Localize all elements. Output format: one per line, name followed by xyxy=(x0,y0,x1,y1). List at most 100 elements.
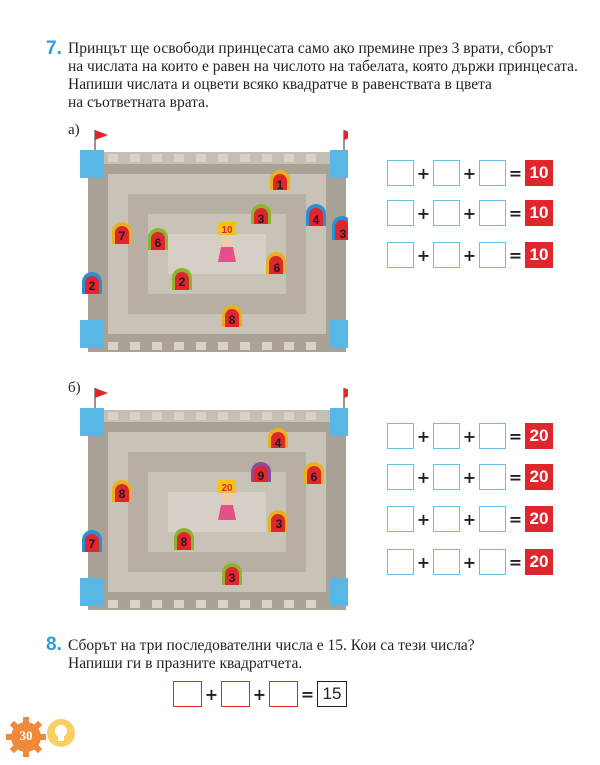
equals-sign: = xyxy=(508,467,523,487)
task-8-number: 8. xyxy=(46,634,62,655)
answer-box[interactable] xyxy=(173,681,202,707)
plus-sign: + xyxy=(416,245,431,265)
answer-box[interactable] xyxy=(433,549,460,575)
equation-row-b4: + + = 20 xyxy=(387,549,553,575)
answer-box[interactable] xyxy=(479,464,506,490)
target-sum: 20 xyxy=(525,549,553,575)
castle-a-sign: 10 xyxy=(221,225,233,236)
equals-sign: = xyxy=(508,552,523,572)
task-7-text: Принцът ще освободи принцесата само ако … xyxy=(68,40,578,112)
equals-sign: = xyxy=(508,509,523,529)
answer-box[interactable] xyxy=(433,464,460,490)
equals-sign: = xyxy=(300,684,315,704)
castle-b-door: 7 xyxy=(89,537,96,551)
equation-row-a3: + + = 10 xyxy=(387,242,553,268)
plus-sign: + xyxy=(416,163,431,183)
target-sum: 20 xyxy=(525,423,553,449)
task-7-line-1: Принцът ще освободи принцесата само ако … xyxy=(68,40,553,57)
plus-sign: + xyxy=(462,426,477,446)
answer-box[interactable] xyxy=(269,681,298,707)
answer-box[interactable] xyxy=(387,160,414,186)
answer-box[interactable] xyxy=(479,506,506,532)
task-7-line-4: на съответната врата. xyxy=(68,94,209,111)
plus-sign: + xyxy=(462,163,477,183)
castle-a-door: 3 xyxy=(258,212,265,226)
target-sum: 20 xyxy=(525,464,553,490)
castle-b-label: б) xyxy=(68,380,81,396)
plus-sign: + xyxy=(462,245,477,265)
equation-row-a1: + + = 10 xyxy=(387,160,553,186)
task-7-line-2: на числата на които е равен на числото н… xyxy=(68,58,578,75)
answer-box[interactable] xyxy=(433,200,460,226)
target-sum: 10 xyxy=(525,160,553,186)
equals-sign: = xyxy=(508,245,523,265)
plus-sign: + xyxy=(462,509,477,529)
answer-box[interactable] xyxy=(387,423,414,449)
answer-box[interactable] xyxy=(387,200,414,226)
castle-b-door: 9 xyxy=(258,469,265,483)
equation-row-a2: + + = 10 xyxy=(387,200,553,226)
castle-b-door: 3 xyxy=(276,517,283,531)
castle-a-door: 4 xyxy=(313,213,320,227)
answer-box[interactable] xyxy=(433,506,460,532)
page-number: 30 xyxy=(19,728,33,743)
plus-sign: + xyxy=(416,509,431,529)
plus-sign: + xyxy=(252,684,267,704)
plus-sign: + xyxy=(416,203,431,223)
answer-box[interactable] xyxy=(387,549,414,575)
plus-sign: + xyxy=(416,552,431,572)
lightbulb-gear-icon xyxy=(47,719,75,747)
target-sum: 10 xyxy=(525,242,553,268)
castle-b-door: 4 xyxy=(275,436,282,450)
target-sum: 20 xyxy=(525,506,553,532)
answer-box[interactable] xyxy=(387,464,414,490)
castle-a-door: 8 xyxy=(229,313,236,327)
castle-a-door: 7 xyxy=(119,229,126,243)
answer-box[interactable] xyxy=(387,242,414,268)
castle-a-door: 6 xyxy=(155,236,162,250)
answer-box[interactable] xyxy=(433,423,460,449)
castle-a-illustration: 10 1 4 7 3 6 3 2 6 2 8 xyxy=(80,130,348,352)
equation-row-b3: + + = 20 xyxy=(387,506,553,532)
task-8-text: Сборът на три последователни числа е 15.… xyxy=(68,637,475,673)
target-sum: 10 xyxy=(525,200,553,226)
task-8-line-1: Сборът на три последователни числа е 15.… xyxy=(68,637,475,654)
answer-box[interactable] xyxy=(479,160,506,186)
plus-sign: + xyxy=(416,467,431,487)
castle-b-sign: 20 xyxy=(221,483,233,494)
answer-box[interactable] xyxy=(479,549,506,575)
castle-a-door: 2 xyxy=(179,275,186,289)
plus-sign: + xyxy=(416,426,431,446)
castle-a-label: а) xyxy=(68,122,80,138)
page-badge-gear-icon xyxy=(6,717,46,757)
answer-box[interactable] xyxy=(433,160,460,186)
castle-b-door: 8 xyxy=(119,487,126,501)
task-7-line-3: Напиши числата и оцвети всяко квадратче … xyxy=(68,76,492,93)
castle-a-door: 2 xyxy=(89,279,96,293)
castle-b-door: 3 xyxy=(229,571,236,585)
answer-box[interactable] xyxy=(433,242,460,268)
target-sum: 15 xyxy=(317,681,347,707)
task-7-number: 7. xyxy=(46,38,62,59)
equals-sign: = xyxy=(508,426,523,446)
castle-a-door: 6 xyxy=(274,261,281,275)
castle-b-door: 8 xyxy=(181,535,188,549)
equation-row-b1: + + = 20 xyxy=(387,423,553,449)
castle-b-door: 6 xyxy=(311,470,318,484)
equation-row-b2: + + = 20 xyxy=(387,464,553,490)
equation-row-task-8: + + = 15 xyxy=(173,681,347,707)
plus-sign: + xyxy=(462,552,477,572)
answer-box[interactable] xyxy=(479,423,506,449)
answer-box[interactable] xyxy=(387,506,414,532)
plus-sign: + xyxy=(462,203,477,223)
task-8-line-2: Напиши ги в празните квадратчета. xyxy=(68,655,303,672)
castle-a-door: 3 xyxy=(340,227,347,241)
plus-sign: + xyxy=(204,684,219,704)
equals-sign: = xyxy=(508,203,523,223)
castle-a-door: 1 xyxy=(277,178,284,192)
plus-sign: + xyxy=(462,467,477,487)
answer-box[interactable] xyxy=(479,242,506,268)
answer-box[interactable] xyxy=(221,681,250,707)
answer-box[interactable] xyxy=(479,200,506,226)
equals-sign: = xyxy=(508,163,523,183)
